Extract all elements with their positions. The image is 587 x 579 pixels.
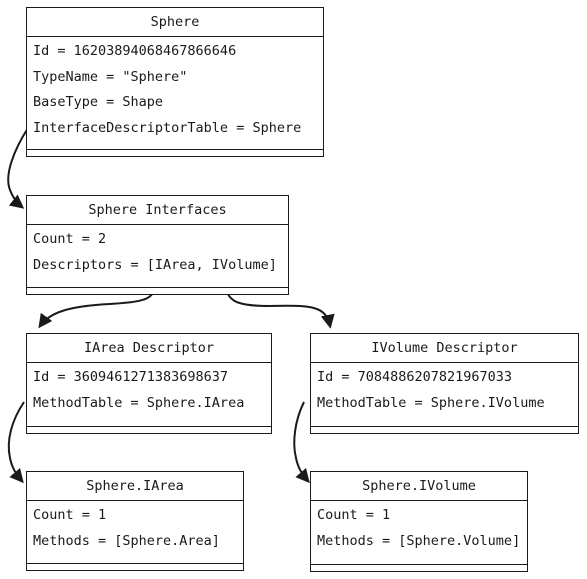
sphere-iarea-title: Sphere.IArea — [27, 472, 243, 501]
sphere-interfaces-box: Sphere Interfaces Count = 2 Descriptors … — [26, 195, 289, 295]
interfaces-count-row: Count = 2 — [33, 231, 107, 247]
ivolume-methodtable-row: MethodTable = Sphere.IVolume — [317, 394, 545, 411]
sphere-interfaces-title: Sphere Interfaces — [27, 196, 288, 225]
interfaces-descriptors-row: Descriptors = [IArea, IVolume] — [33, 256, 277, 273]
sphere-ivolume-count-row: Count = 1 — [317, 507, 391, 523]
sphere-iarea-count-row: Count = 1 — [33, 507, 107, 523]
sphere-ivolume-title: Sphere.IVolume — [311, 472, 527, 501]
arrow-iarea-to-sphere-iarea — [7, 401, 25, 484]
sphere-interfaces-divider — [27, 287, 288, 288]
ivolume-descriptor-title: IVolume Descriptor — [311, 334, 578, 363]
sphere-box-divider — [27, 149, 323, 150]
sphere-ivolume-divider — [311, 564, 527, 565]
sphere-typename-row: TypeName = "Sphere" — [33, 68, 188, 85]
sphere-iarea-divider — [27, 563, 243, 564]
ivolume-id-row: Id = 7084886207821967033 — [317, 369, 513, 385]
sphere-box: Sphere Id = 16203894068467866646 TypeNam… — [26, 7, 324, 157]
sphere-interface-table-row: InterfaceDescriptorTable = Sphere — [33, 119, 302, 136]
iarea-descriptor-title: IArea Descriptor — [27, 334, 271, 363]
ivolume-descriptor-box: IVolume Descriptor Id = 7084886207821967… — [310, 333, 579, 434]
sphere-ivolume-methods-row: Methods = [Sphere.Volume] — [317, 532, 521, 549]
iarea-descriptor-divider — [27, 426, 271, 427]
iarea-id-row: Id = 3609461271383698637 — [33, 369, 229, 385]
iarea-methodtable-row: MethodTable = Sphere.IArea — [33, 394, 245, 411]
sphere-basetype-row: BaseType = Shape — [33, 94, 164, 110]
ivolume-descriptor-divider — [311, 426, 578, 427]
sphere-id-row: Id = 16203894068467866646 — [33, 43, 237, 59]
sphere-iarea-methods-row: Methods = [Sphere.Area] — [33, 532, 220, 549]
sphere-box-title: Sphere — [27, 8, 323, 37]
arrow-ivolume-to-sphere-ivolume — [293, 401, 310, 484]
iarea-descriptor-box: IArea Descriptor Id = 360946127138369863… — [26, 333, 272, 434]
sphere-iarea-box: Sphere.IArea Count = 1 Methods = [Sphere… — [26, 471, 244, 571]
sphere-ivolume-box: Sphere.IVolume Count = 1 Methods = [Sphe… — [310, 471, 528, 572]
